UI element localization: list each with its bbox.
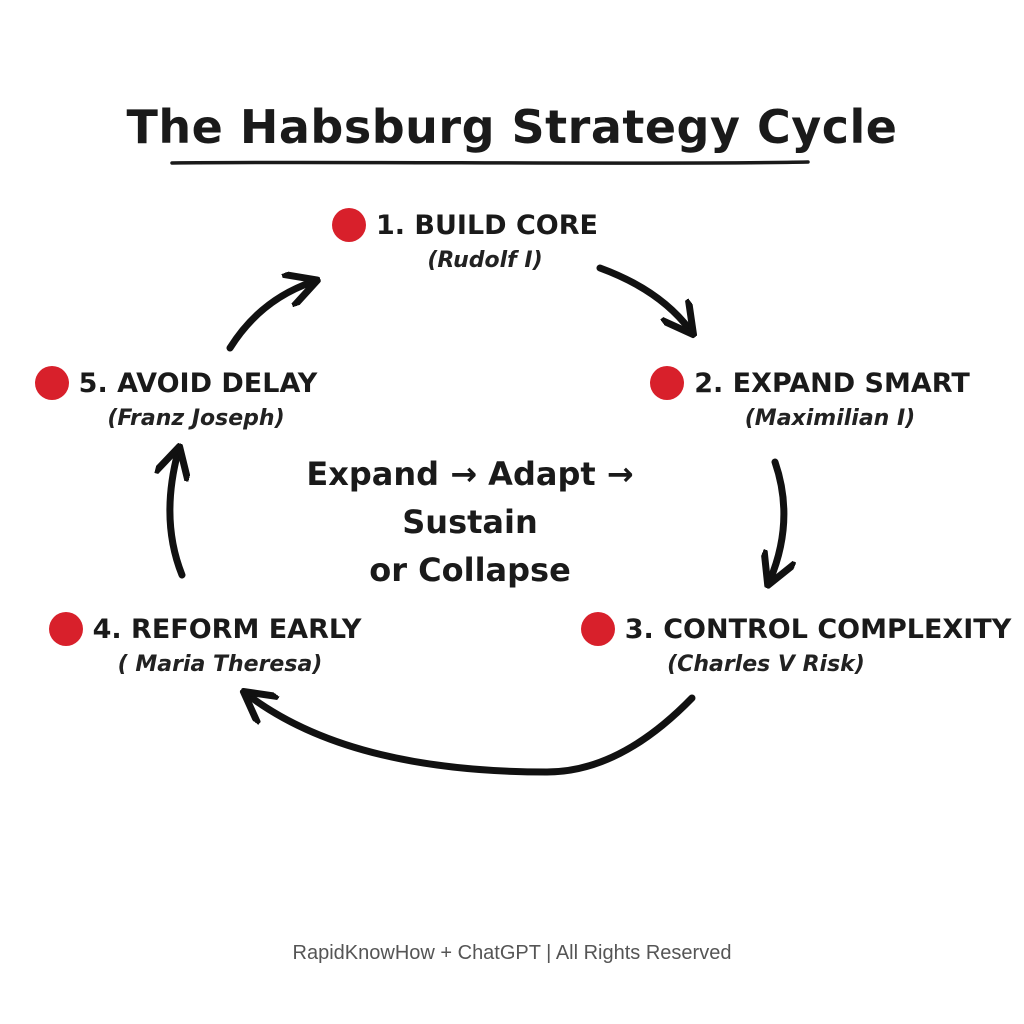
step-label: 2. EXPAND SMART: [694, 367, 970, 399]
footer-copyright: RapidKnowHow + ChatGPT | All Rights Rese…: [292, 942, 732, 964]
step-ruler: (Franz Joseph): [107, 406, 285, 431]
step-ruler: (Maximilian I): [744, 406, 916, 431]
red-dot-icon: [48, 612, 83, 646]
step-ruler: ( Maria Theresa): [117, 652, 323, 677]
arrow-3-to-4: [248, 695, 696, 776]
center-line-3: or Collapse: [369, 551, 571, 589]
center-line-2: Sustain: [402, 503, 538, 541]
red-dot-icon: [331, 208, 366, 242]
step-build-core: 1. BUILD CORE (Rudolf I): [300, 208, 630, 273]
step-label: 4. REFORM EARLY: [92, 613, 362, 645]
step-ruler: (Charles V Risk): [667, 652, 865, 677]
arrow-2-to-3: [770, 458, 784, 580]
arrow-4-to-5: [170, 452, 182, 579]
step-control-complexity: 3. CONTROL COMPLEXITY (Charles V Risk): [580, 612, 1011, 677]
center-line-1: Expand → Adapt →: [306, 455, 634, 493]
step-reform-early: 4. REFORM EARLY ( Maria Theresa): [48, 612, 362, 677]
arrow-1-to-2: [596, 264, 690, 330]
red-dot-icon: [650, 366, 685, 400]
step-label: 3. CONTROL COMPLEXITY: [624, 613, 1012, 645]
red-dot-icon: [580, 612, 615, 646]
step-label: 1. BUILD CORE: [375, 209, 598, 241]
step-label: 5. AVOID DELAY: [78, 367, 318, 399]
arrow-5-to-1: [226, 282, 312, 352]
step-avoid-delay: 5. AVOID DELAY (Franz Joseph): [26, 366, 326, 431]
title-underline: [170, 160, 810, 165]
diagram-title: The Habsburg Strategy Cycle: [126, 100, 898, 154]
red-dot-icon: [34, 366, 69, 400]
center-summary: Expand → Adapt → Sustain or Collapse: [290, 450, 650, 594]
step-expand-smart: 2. EXPAND SMART (Maximilian I): [640, 366, 980, 431]
step-ruler: (Rudolf I): [427, 248, 543, 273]
